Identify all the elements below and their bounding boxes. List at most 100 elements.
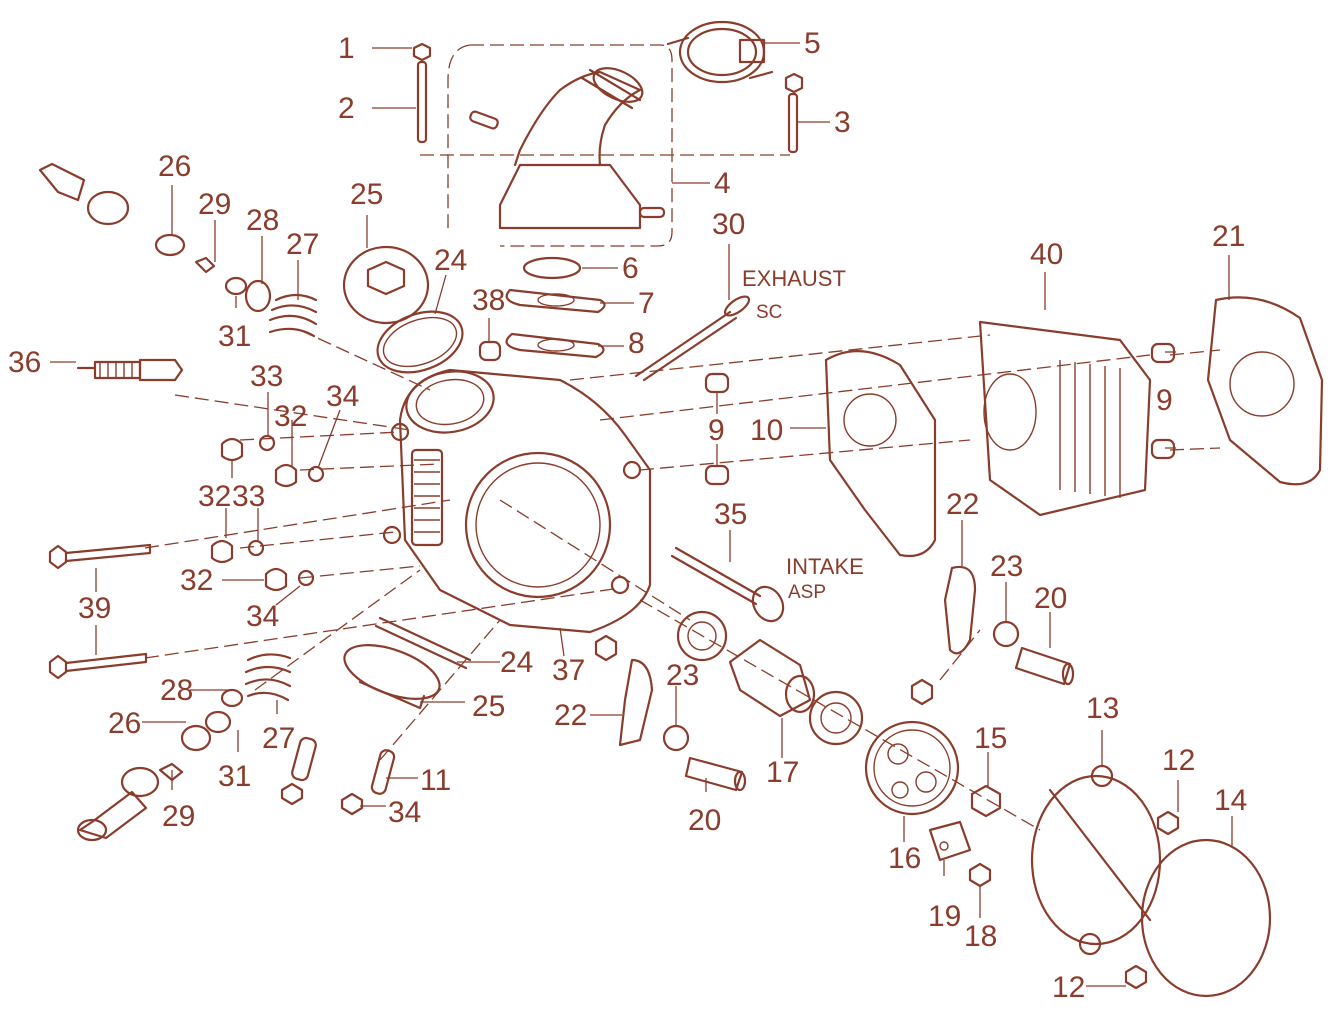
callout-15: 15 bbox=[974, 722, 1007, 755]
part-adjuster-bottom bbox=[76, 688, 244, 842]
callout-20-right: 20 bbox=[1034, 582, 1067, 615]
callout-29-top: 29 bbox=[198, 188, 231, 221]
part-gasket-21 bbox=[1206, 296, 1324, 486]
callout-13: 13 bbox=[1086, 692, 1119, 725]
part-spark-plug-36 bbox=[76, 358, 184, 382]
callout-24-top: 24 bbox=[434, 244, 467, 277]
part-bolt-3 bbox=[784, 72, 804, 154]
exhaust-label: EXHAUST bbox=[742, 266, 846, 291]
callout-17: 17 bbox=[766, 756, 799, 789]
callout-34-a: 34 bbox=[326, 380, 359, 413]
part-cap-25-bottom bbox=[343, 644, 441, 710]
callout-1: 1 bbox=[338, 32, 355, 65]
callout-34-b: 34 bbox=[246, 600, 279, 633]
callout-30: 30 bbox=[712, 208, 745, 241]
callout-5: 5 bbox=[804, 27, 821, 60]
callout-27-bottom: 27 bbox=[262, 722, 295, 755]
callout-11: 11 bbox=[420, 764, 451, 797]
callout-23-right: 23 bbox=[990, 550, 1023, 583]
part-bolts-12 bbox=[1124, 810, 1180, 990]
callout-39: 39 bbox=[78, 592, 111, 625]
part-stud-2 bbox=[416, 60, 428, 144]
part-rocker-arm-22-left bbox=[594, 634, 654, 747]
part-dowel-38 bbox=[478, 340, 502, 362]
part-oring-24-top bbox=[376, 310, 464, 374]
callout-4: 4 bbox=[714, 167, 731, 200]
callout-3: 3 bbox=[834, 106, 851, 139]
callout-33-b: 33 bbox=[232, 480, 265, 513]
callout-9-right: 9 bbox=[1156, 384, 1173, 417]
part-bearing-right bbox=[808, 690, 864, 746]
part-bolts-39 bbox=[48, 543, 152, 680]
part-bolt-15 bbox=[970, 784, 1002, 818]
part-gasket-24-bottom bbox=[374, 616, 472, 670]
callout-6: 6 bbox=[622, 252, 639, 285]
callout-36: 36 bbox=[8, 346, 41, 379]
part-camshaft-17 bbox=[728, 638, 816, 718]
callout-14: 14 bbox=[1214, 784, 1247, 817]
part-shaft-20-left bbox=[684, 756, 747, 792]
callout-34-c: 34 bbox=[388, 796, 421, 829]
part-bolt-18 bbox=[968, 862, 992, 888]
part-spring-27-bottom bbox=[244, 653, 292, 702]
part-spring-27-top bbox=[244, 279, 318, 338]
part-gasket-10 bbox=[824, 350, 937, 558]
callout-28-top: 28 bbox=[246, 204, 279, 237]
part-cylinder-40 bbox=[978, 320, 1152, 517]
part-cover-13 bbox=[1030, 764, 1162, 956]
part-bolt-1 bbox=[412, 42, 432, 62]
callout-32-b: 32 bbox=[198, 480, 231, 513]
callout-9-left: 9 bbox=[708, 414, 725, 447]
callout-24-bottom: 24 bbox=[500, 646, 533, 679]
callout-28-bottom: 28 bbox=[160, 674, 193, 707]
part-sprocket-16 bbox=[864, 720, 960, 816]
callout-21: 21 bbox=[1212, 220, 1245, 253]
callout-29-bottom: 29 bbox=[162, 800, 195, 833]
callout-26-top: 26 bbox=[158, 150, 191, 183]
part-valve-exhaust-30 bbox=[634, 295, 751, 382]
part-oring-14 bbox=[1140, 838, 1272, 998]
callout-labels: 1 2 3 4 5 6 7 8 9 9 10 11 12 12 13 14 15… bbox=[8, 27, 1247, 1004]
callout-37: 37 bbox=[552, 654, 585, 687]
intake-code-label: ASP bbox=[788, 582, 826, 603]
callout-19: 19 bbox=[928, 900, 961, 933]
callout-12-bottom: 12 bbox=[1052, 971, 1085, 1004]
callout-33-a: 33 bbox=[250, 360, 283, 393]
callout-35: 35 bbox=[714, 498, 747, 531]
callout-27-top: 27 bbox=[286, 228, 319, 261]
callout-22-right: 22 bbox=[946, 488, 979, 521]
part-plate-19 bbox=[928, 820, 972, 862]
callout-8: 8 bbox=[628, 327, 645, 360]
part-clamp-5 bbox=[666, 20, 774, 84]
callout-7: 7 bbox=[638, 287, 655, 320]
part-rocker-arm-22-right bbox=[910, 565, 977, 706]
callout-25-bottom: 25 bbox=[472, 690, 505, 723]
callout-31-bottom: 31 bbox=[218, 760, 251, 793]
callout-32-c: 32 bbox=[180, 564, 213, 597]
part-nuts-washers-32-33-34 bbox=[210, 434, 325, 592]
callout-12-top: 12 bbox=[1162, 744, 1195, 777]
callout-2: 2 bbox=[338, 92, 355, 125]
part-bearing-left bbox=[676, 610, 728, 662]
exhaust-code-label: SC bbox=[756, 302, 782, 323]
part-cylinder-head-37 bbox=[382, 368, 652, 634]
callout-22-left: 22 bbox=[554, 699, 587, 732]
callout-31-top: 31 bbox=[218, 320, 251, 353]
part-washer-23-right bbox=[992, 620, 1020, 648]
alignment-lines bbox=[144, 44, 1221, 831]
callout-18: 18 bbox=[964, 920, 997, 953]
part-washer-23-left bbox=[662, 724, 690, 752]
callout-10: 10 bbox=[750, 414, 783, 447]
callout-26-bottom: 26 bbox=[108, 707, 141, 740]
leader-lines bbox=[50, 42, 1233, 987]
part-cap-25-top bbox=[342, 245, 430, 325]
callout-32-a: 32 bbox=[274, 400, 307, 433]
part-valve-intake-35 bbox=[670, 546, 785, 623]
callout-38: 38 bbox=[472, 284, 505, 317]
callout-40: 40 bbox=[1030, 238, 1063, 271]
callout-20-left: 20 bbox=[688, 804, 721, 837]
part-shaft-20-right bbox=[1014, 646, 1075, 686]
part-intake-manifold-4 bbox=[469, 67, 666, 230]
